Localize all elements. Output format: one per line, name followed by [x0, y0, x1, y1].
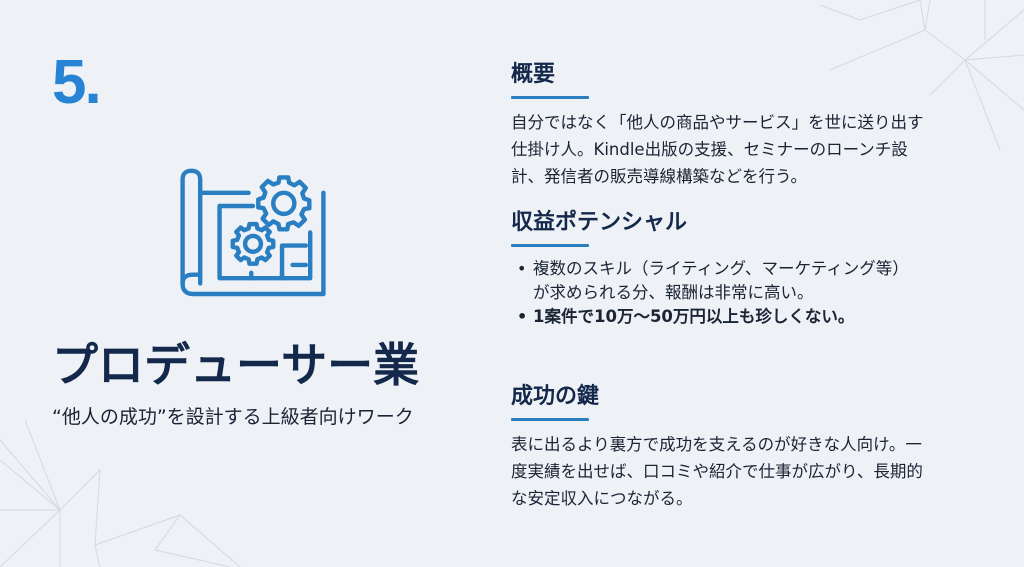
- slide-number: 5.: [52, 48, 102, 117]
- bullet-list: • 複数のスキル（ライティング、マーケティング等） が求められる分、報酬は非常に…: [511, 257, 991, 329]
- bullet-item: • 1案件で10万〜50万円以上も珍しくない。: [511, 305, 991, 329]
- section-body: 自分ではなく「他人の商品やサービス」を世に送り出す 仕掛け人。Kindle出版の…: [511, 113, 924, 186]
- blueprint-gears-icon: [180, 168, 326, 297]
- bullet-dot-icon: •: [517, 307, 528, 326]
- section-key-to-success: 成功の鍵 表に出るより裏方で成功を支えるのが好きな人向け。一 度実績を出せば、口…: [511, 382, 991, 512]
- bullet-dot-icon: •: [517, 259, 527, 278]
- heading-underline: [511, 418, 589, 421]
- section-body: 表に出るより裏方で成功を支えるのが好きな人向け。一 度実績を出せば、口コミや紹介…: [511, 435, 923, 508]
- heading-underline: [511, 96, 589, 99]
- section-heading: 収益ポテンシャル: [511, 210, 688, 235]
- heading-underline: [511, 244, 589, 247]
- page-subtitle: “他人の成功”を設計する上級者向けワーク: [52, 406, 414, 428]
- section-heading: 成功の鍵: [511, 384, 600, 409]
- section-overview: 概要 自分ではなく「他人の商品やサービス」を世に送り出す 仕掛け人。Kindle…: [511, 60, 991, 190]
- page-title: プロデューサー業: [52, 338, 420, 392]
- section-heading: 概要: [511, 62, 556, 87]
- bullet-item: • 複数のスキル（ライティング、マーケティング等） が求められる分、報酬は非常に…: [517, 259, 909, 302]
- section-revenue-potential: 収益ポテンシャル • 複数のスキル（ライティング、マーケティング等） が求められ…: [511, 208, 991, 329]
